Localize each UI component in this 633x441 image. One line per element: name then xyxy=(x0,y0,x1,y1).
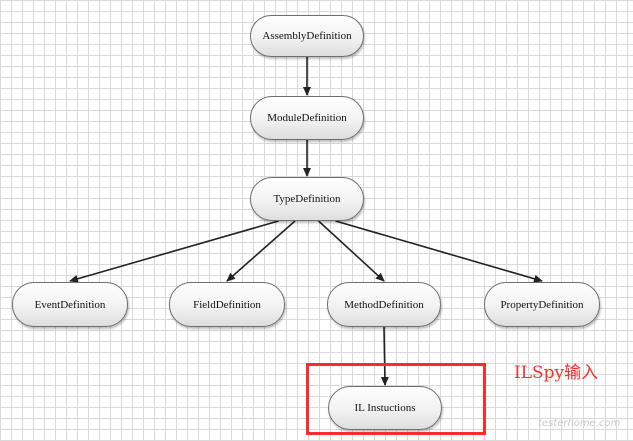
arrow-type-to-method xyxy=(318,220,385,282)
arrow-type-to-field xyxy=(226,220,296,282)
node-assembly-definition: AssemblyDefinition xyxy=(250,15,364,57)
arrow-type-to-event xyxy=(69,220,279,283)
annotation-label: ILSpy输入 xyxy=(514,363,599,383)
node-type-definition: TypeDefinition xyxy=(250,177,364,221)
highlight-box xyxy=(306,363,486,435)
node-event-definition: EventDefinition xyxy=(12,282,128,327)
node-module-definition: ModuleDefinition xyxy=(250,96,364,140)
node-field-definition: FieldDefinition xyxy=(169,282,285,327)
node-property-definition: PropertyDefinition xyxy=(484,282,600,327)
arrow-method-to-il xyxy=(380,326,389,386)
node-il-instructions: IL Instuctions xyxy=(328,386,442,430)
arrow-type-to-property xyxy=(335,220,543,283)
watermark: testerhome.com xyxy=(538,418,621,429)
node-method-definition: MethodDefinition xyxy=(327,282,441,327)
